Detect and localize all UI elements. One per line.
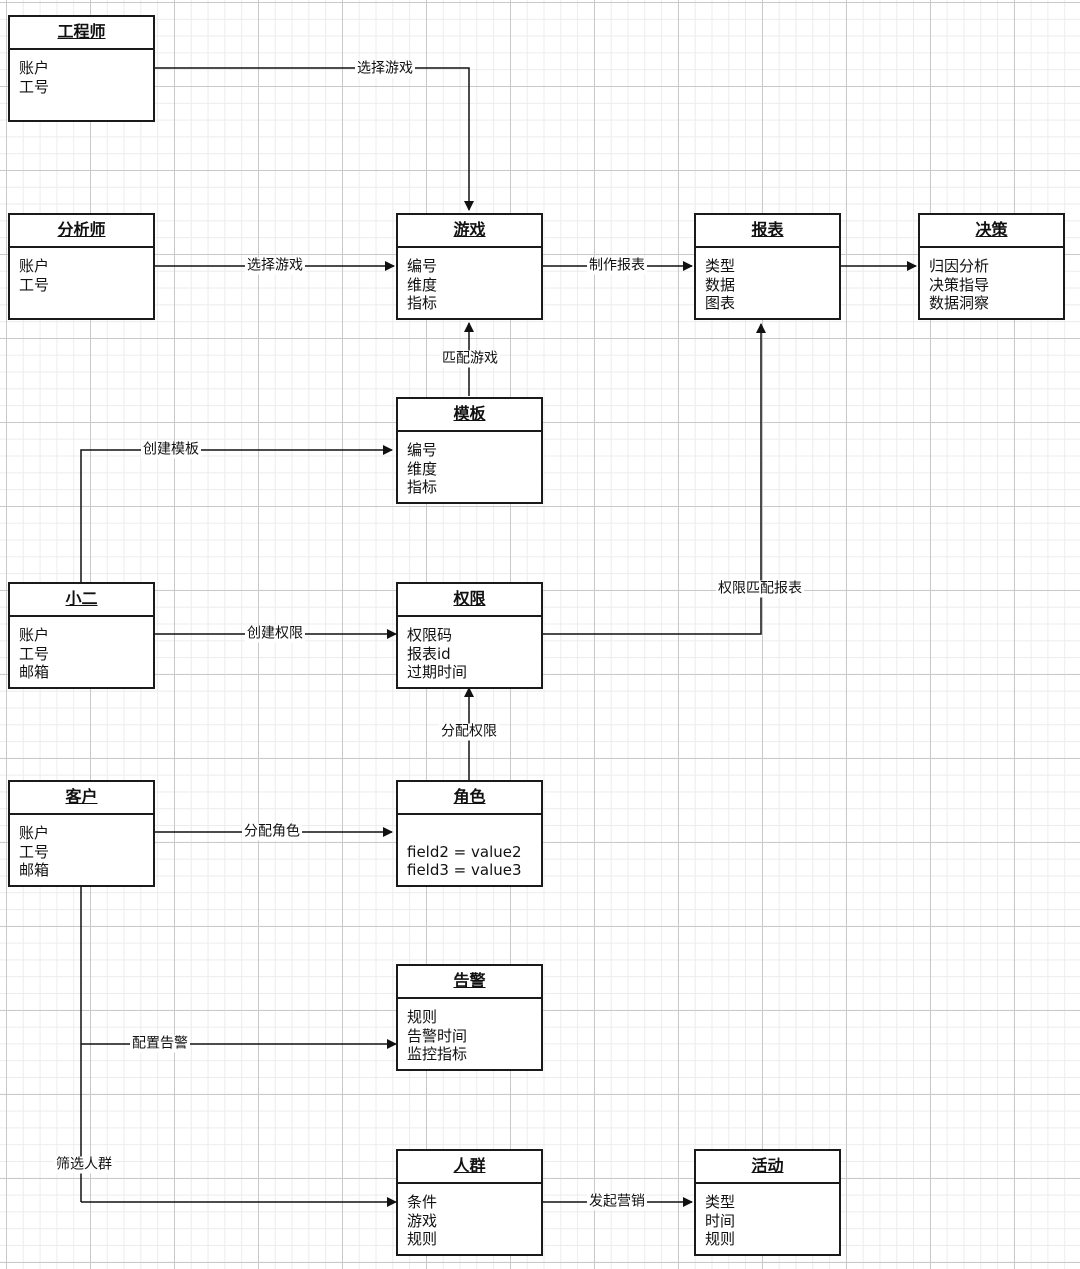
edge-label-permission-report: 权限匹配报表 xyxy=(716,580,804,598)
entity-fields: 编号 维度 指标 xyxy=(398,248,541,322)
entity-field: 权限码 xyxy=(407,626,453,644)
entity-fields: 账户 工号 xyxy=(10,248,153,303)
entity-title: 决策 xyxy=(920,215,1063,248)
entity-crowd[interactable]: 人群 条件 游戏 规则 xyxy=(396,1149,543,1256)
edge-label-xiaoer-template: 创建模板 xyxy=(141,441,201,459)
entity-fields: 规则 告警时间 监控指标 xyxy=(398,999,541,1073)
entity-field: 指标 xyxy=(407,294,438,312)
entity-engineer[interactable]: 工程师 账户 工号 xyxy=(8,15,155,122)
entity-fields: 权限码 报表id 过期时间 xyxy=(398,617,541,691)
entity-permission[interactable]: 权限 权限码 报表id 过期时间 xyxy=(396,582,543,689)
entity-field: 监控指标 xyxy=(407,1045,468,1063)
entity-field: 数据 xyxy=(705,275,736,294)
entity-customer[interactable]: 客户 账户 工号 邮箱 xyxy=(8,780,155,887)
edge-label-xiaoer-permission: 创建权限 xyxy=(245,625,305,643)
entity-xiaoer[interactable]: 小二 账户 工号 邮箱 xyxy=(8,582,155,689)
entity-title: 模板 xyxy=(398,399,541,432)
entity-title: 报表 xyxy=(696,215,839,248)
entity-alert[interactable]: 告警 规则 告警时间 监控指标 xyxy=(396,964,543,1071)
entity-field: 规则 xyxy=(407,1008,438,1026)
entity-field: field2 = value2 xyxy=(407,842,522,861)
entity-title: 角色 xyxy=(398,782,541,815)
entity-field xyxy=(407,824,532,843)
entity-game[interactable]: 游戏 编号 维度 指标 xyxy=(396,213,543,320)
entity-title: 工程师 xyxy=(10,17,153,50)
entity-field: 规则 xyxy=(407,1230,438,1248)
entity-field: 邮箱 xyxy=(19,861,50,879)
entity-title: 权限 xyxy=(398,584,541,617)
entity-fields: 账户 工号 xyxy=(10,50,153,105)
entity-field: 决策指导 xyxy=(929,275,990,294)
entity-fields: 编号 维度 指标 xyxy=(398,432,541,506)
entity-title: 告警 xyxy=(398,966,541,999)
entity-field: 账户 xyxy=(19,626,50,644)
edge-label-role-permission: 分配权限 xyxy=(439,723,499,741)
entity-decision[interactable]: 决策 归因分析 决策指导 数据洞察 xyxy=(918,213,1065,320)
entity-fields: 类型 时间 规则 xyxy=(696,1184,839,1258)
entity-field: 归因分析 xyxy=(929,257,990,275)
entity-fields: 账户 工号 邮箱 xyxy=(10,617,153,691)
edge-permission-report xyxy=(542,323,766,635)
entity-field: 邮箱 xyxy=(19,663,50,681)
edge-label-customer-role: 分配角色 xyxy=(242,823,302,841)
entity-title: 分析师 xyxy=(10,215,153,248)
entity-analyst[interactable]: 分析师 账户 工号 xyxy=(8,213,155,320)
entity-report[interactable]: 报表 类型 数据 图表 xyxy=(694,213,841,320)
entity-field: 告警时间 xyxy=(407,1026,468,1045)
entity-fields: 账户 工号 邮箱 xyxy=(10,815,153,889)
entity-field: field3 = value3 xyxy=(407,861,522,879)
entity-field: 报表id xyxy=(407,644,451,663)
entity-title: 小二 xyxy=(10,584,153,617)
entity-field: 工号 xyxy=(19,275,50,294)
entity-activity[interactable]: 活动 类型 时间 规则 xyxy=(694,1149,841,1256)
entity-field: 游戏 xyxy=(407,1211,438,1230)
edge-label-engineer-game: 选择游戏 xyxy=(355,60,415,78)
entity-field: 指标 xyxy=(407,478,438,496)
edge-engineer-game xyxy=(155,67,474,211)
entity-field: 编号 xyxy=(407,257,438,275)
entity-field: 类型 xyxy=(705,1193,736,1211)
entity-field: 账户 xyxy=(19,824,50,842)
entity-title: 客户 xyxy=(10,782,153,815)
edge-label-game-report: 制作报表 xyxy=(587,257,647,275)
entity-title: 人群 xyxy=(398,1151,541,1184)
edge-label-crowd-activity: 发起营销 xyxy=(587,1193,647,1211)
entity-field: 图表 xyxy=(705,294,736,312)
entity-field: 维度 xyxy=(407,275,438,294)
entity-field: 账户 xyxy=(19,257,50,275)
entity-field: 工号 xyxy=(19,644,50,663)
entity-field: 时间 xyxy=(705,1211,736,1230)
entity-template[interactable]: 模板 编号 维度 指标 xyxy=(396,397,543,504)
entity-field: 维度 xyxy=(407,459,438,478)
entity-field: 条件 xyxy=(407,1193,438,1211)
entity-fields: 类型 数据 图表 xyxy=(696,248,839,322)
entity-fields: 归因分析 决策指导 数据洞察 xyxy=(920,248,1063,322)
entity-fields: 条件 游戏 规则 xyxy=(398,1184,541,1258)
entity-title: 游戏 xyxy=(398,215,541,248)
entity-field: 工号 xyxy=(19,77,50,96)
entity-field: 数据洞察 xyxy=(929,294,990,312)
entity-field: 工号 xyxy=(19,842,50,861)
edge-label-customer-alert: 配置告警 xyxy=(130,1035,190,1053)
entity-field: 账户 xyxy=(19,59,50,77)
entity-role[interactable]: 角色 field2 = value2 field3 = value3 xyxy=(396,780,543,887)
entity-field: 规则 xyxy=(705,1230,736,1248)
entity-field: 编号 xyxy=(407,441,438,459)
entity-field: 过期时间 xyxy=(407,663,468,681)
edge-label-analyst-game: 选择游戏 xyxy=(245,257,305,275)
edge-label-template-game: 匹配游戏 xyxy=(440,350,500,368)
edge-xiaoer-template xyxy=(80,445,393,582)
entity-title: 活动 xyxy=(696,1151,839,1184)
entity-fields: field2 = value2 field3 = value3 xyxy=(398,815,541,889)
edge-label-customer-crowd: 筛选人群 xyxy=(54,1156,114,1174)
entity-field: 类型 xyxy=(705,257,736,275)
